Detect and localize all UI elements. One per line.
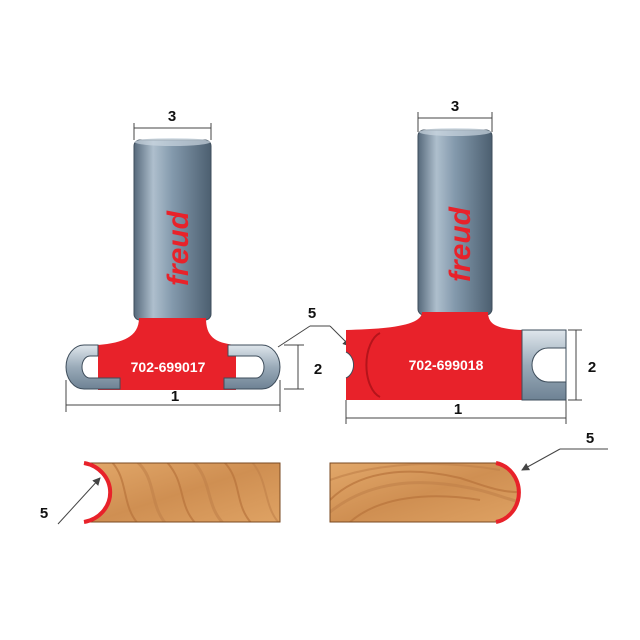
cove-edge bbox=[83, 461, 113, 524]
dim-label-radius-upper: 5 bbox=[308, 305, 316, 322]
dim-shank-left: 3 bbox=[133, 108, 212, 140]
dim-label-height-right: 2 bbox=[588, 359, 596, 376]
profile-bullnose: 5 bbox=[329, 430, 608, 524]
dim-label-length-left: 1 bbox=[171, 388, 179, 405]
dim-label-radius-cove: 5 bbox=[40, 505, 48, 522]
dim-radius-cove: 5 bbox=[40, 477, 101, 525]
bit-right: 3 freud 702-699018 1 2 bbox=[345, 98, 596, 424]
dim-length-right: 1 bbox=[345, 400, 567, 424]
dim-label-shank-right: 3 bbox=[451, 98, 459, 115]
dim-radius-upper: 5 bbox=[277, 305, 351, 348]
cutter-wing-left-a bbox=[65, 344, 121, 390]
dim-label-height-left: 2 bbox=[314, 361, 322, 378]
dim-length-left: 1 bbox=[65, 380, 281, 412]
bit-left: 3 freud 702-699017 1 2 bbox=[65, 108, 322, 412]
dim-label-radius-bullnose: 5 bbox=[586, 430, 594, 447]
part-number-left: 702-699017 bbox=[131, 359, 206, 375]
dim-height-right: 2 bbox=[568, 329, 596, 401]
dim-shank-right: 3 bbox=[417, 98, 493, 132]
bullnose-edge bbox=[495, 461, 521, 524]
cutter-wing-left-b bbox=[223, 344, 281, 390]
dim-radius-bullnose: 5 bbox=[521, 430, 608, 471]
cutter-body-left bbox=[98, 318, 236, 390]
dim-height-left: 2 bbox=[284, 344, 322, 390]
dim-label-shank-left: 3 bbox=[168, 108, 176, 125]
cutter-body-right bbox=[346, 312, 522, 400]
profile-cove: 5 bbox=[40, 461, 281, 525]
brand-logo-right: freud bbox=[444, 206, 477, 282]
brand-logo-left: freud bbox=[162, 210, 195, 286]
part-number-right: 702-699018 bbox=[409, 357, 484, 373]
dim-label-length-right: 1 bbox=[454, 401, 462, 418]
cutter-wing-right-b bbox=[521, 329, 567, 401]
cutter-wing-right-a bbox=[346, 330, 378, 400]
